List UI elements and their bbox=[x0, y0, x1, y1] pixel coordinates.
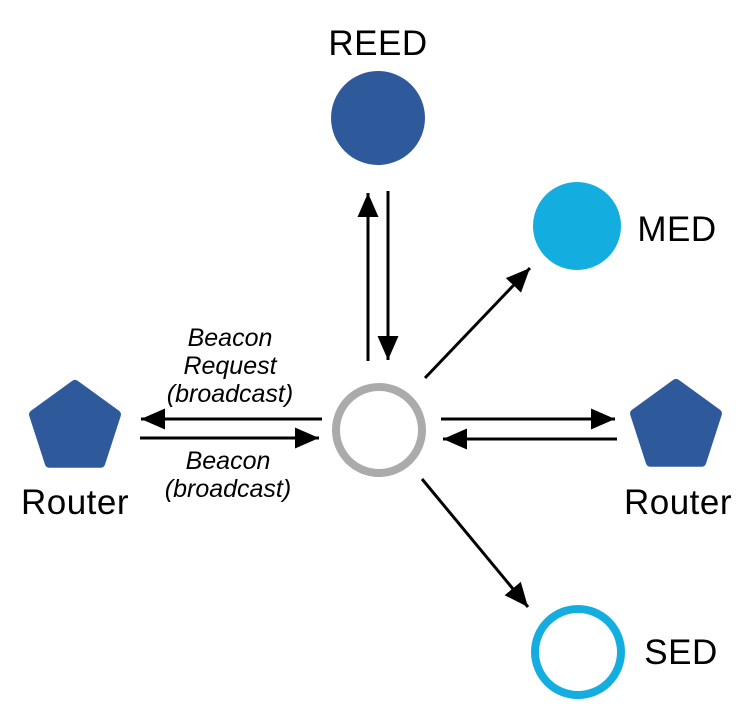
beacon-request-line3: (broadcast) bbox=[167, 380, 293, 408]
reed-node bbox=[331, 71, 425, 165]
med-node bbox=[533, 182, 621, 270]
beacon-request-annotation: Beacon Request (broadcast) bbox=[167, 324, 293, 408]
arrow-joiner-to-med bbox=[423, 266, 532, 380]
beacon-annotation: Beacon (broadcast) bbox=[165, 447, 291, 503]
sed-node bbox=[531, 605, 625, 699]
med-label: MED bbox=[637, 210, 716, 249]
router-left-label: Router bbox=[21, 483, 129, 522]
router-right-node bbox=[630, 379, 722, 467]
sed-label: SED bbox=[644, 633, 717, 672]
router-left-node bbox=[29, 380, 121, 468]
reed-label: REED bbox=[328, 24, 427, 63]
arrow-joiner-to-sed bbox=[420, 478, 530, 608]
beacon-line1: Beacon bbox=[186, 447, 271, 475]
router-right-label: Router bbox=[624, 483, 732, 522]
beacon-request-line1: Beacon bbox=[188, 324, 273, 352]
beacon-request-line2: Request bbox=[183, 352, 277, 380]
beacon-line2: (broadcast) bbox=[165, 475, 291, 503]
joiner-node bbox=[332, 383, 426, 477]
